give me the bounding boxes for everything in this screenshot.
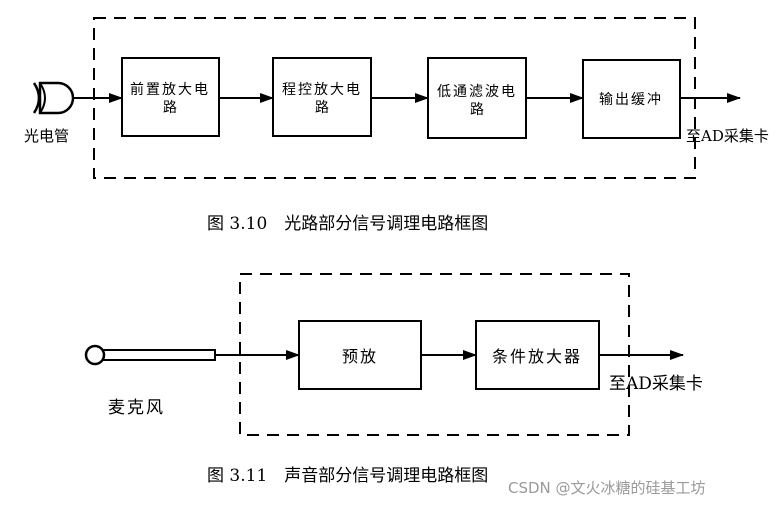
block-preamp-fig2: 预放: [298, 320, 422, 390]
caption-fig2: 图 3.11 声音部分信号调理电路框图: [207, 466, 488, 486]
output-label-fig2: 至AD采集卡: [609, 374, 703, 394]
block-lowpass-line1: 低通滤波电: [437, 84, 517, 100]
block-lowpass-line2: 路: [470, 102, 484, 118]
photocell-icon: [32, 81, 75, 115]
block-conditioning-amp: 条件放大器: [475, 320, 600, 390]
figure-3-11: 麦克风 预放 条件放大器 至AD采集卡 图 3.11 声音部分信号调理电路框图: [84, 273, 703, 486]
block-programmable-amp: 程控放大电 路: [272, 57, 372, 137]
microphone-icon: [84, 344, 216, 366]
watermark: CSDN @文火冰糖的硅基工坊: [508, 479, 706, 497]
block-progamp-line1: 程控放大电: [282, 82, 362, 98]
block-condamp-label: 条件放大器: [492, 347, 582, 366]
figure-3-10: 光电管 前置放大电 路 程控放大电 路 低通滤波电 路 输出缓冲 至AD采集卡 …: [24, 17, 769, 234]
block-lowpass-filter: 低通滤波电 路: [427, 57, 527, 139]
block-progamp-line2: 路: [315, 100, 329, 116]
block-preamp-line1: 前置放大电: [130, 81, 210, 98]
microphone-label: 麦克风: [108, 398, 165, 418]
caption-fig1: 图 3.10 光路部分信号调理电路框图: [207, 214, 488, 234]
block-preamp: 前置放大电 路: [121, 57, 220, 137]
output-label-fig1: 至AD采集卡: [686, 127, 769, 145]
block-preamp-line2: 路: [163, 100, 177, 116]
block-preamp-fig2-label: 预放: [342, 347, 378, 366]
block-output-buffer: 输出缓冲: [582, 59, 681, 139]
block-buffer-line1: 输出缓冲: [599, 92, 663, 108]
photocell-label: 光电管: [24, 127, 69, 145]
